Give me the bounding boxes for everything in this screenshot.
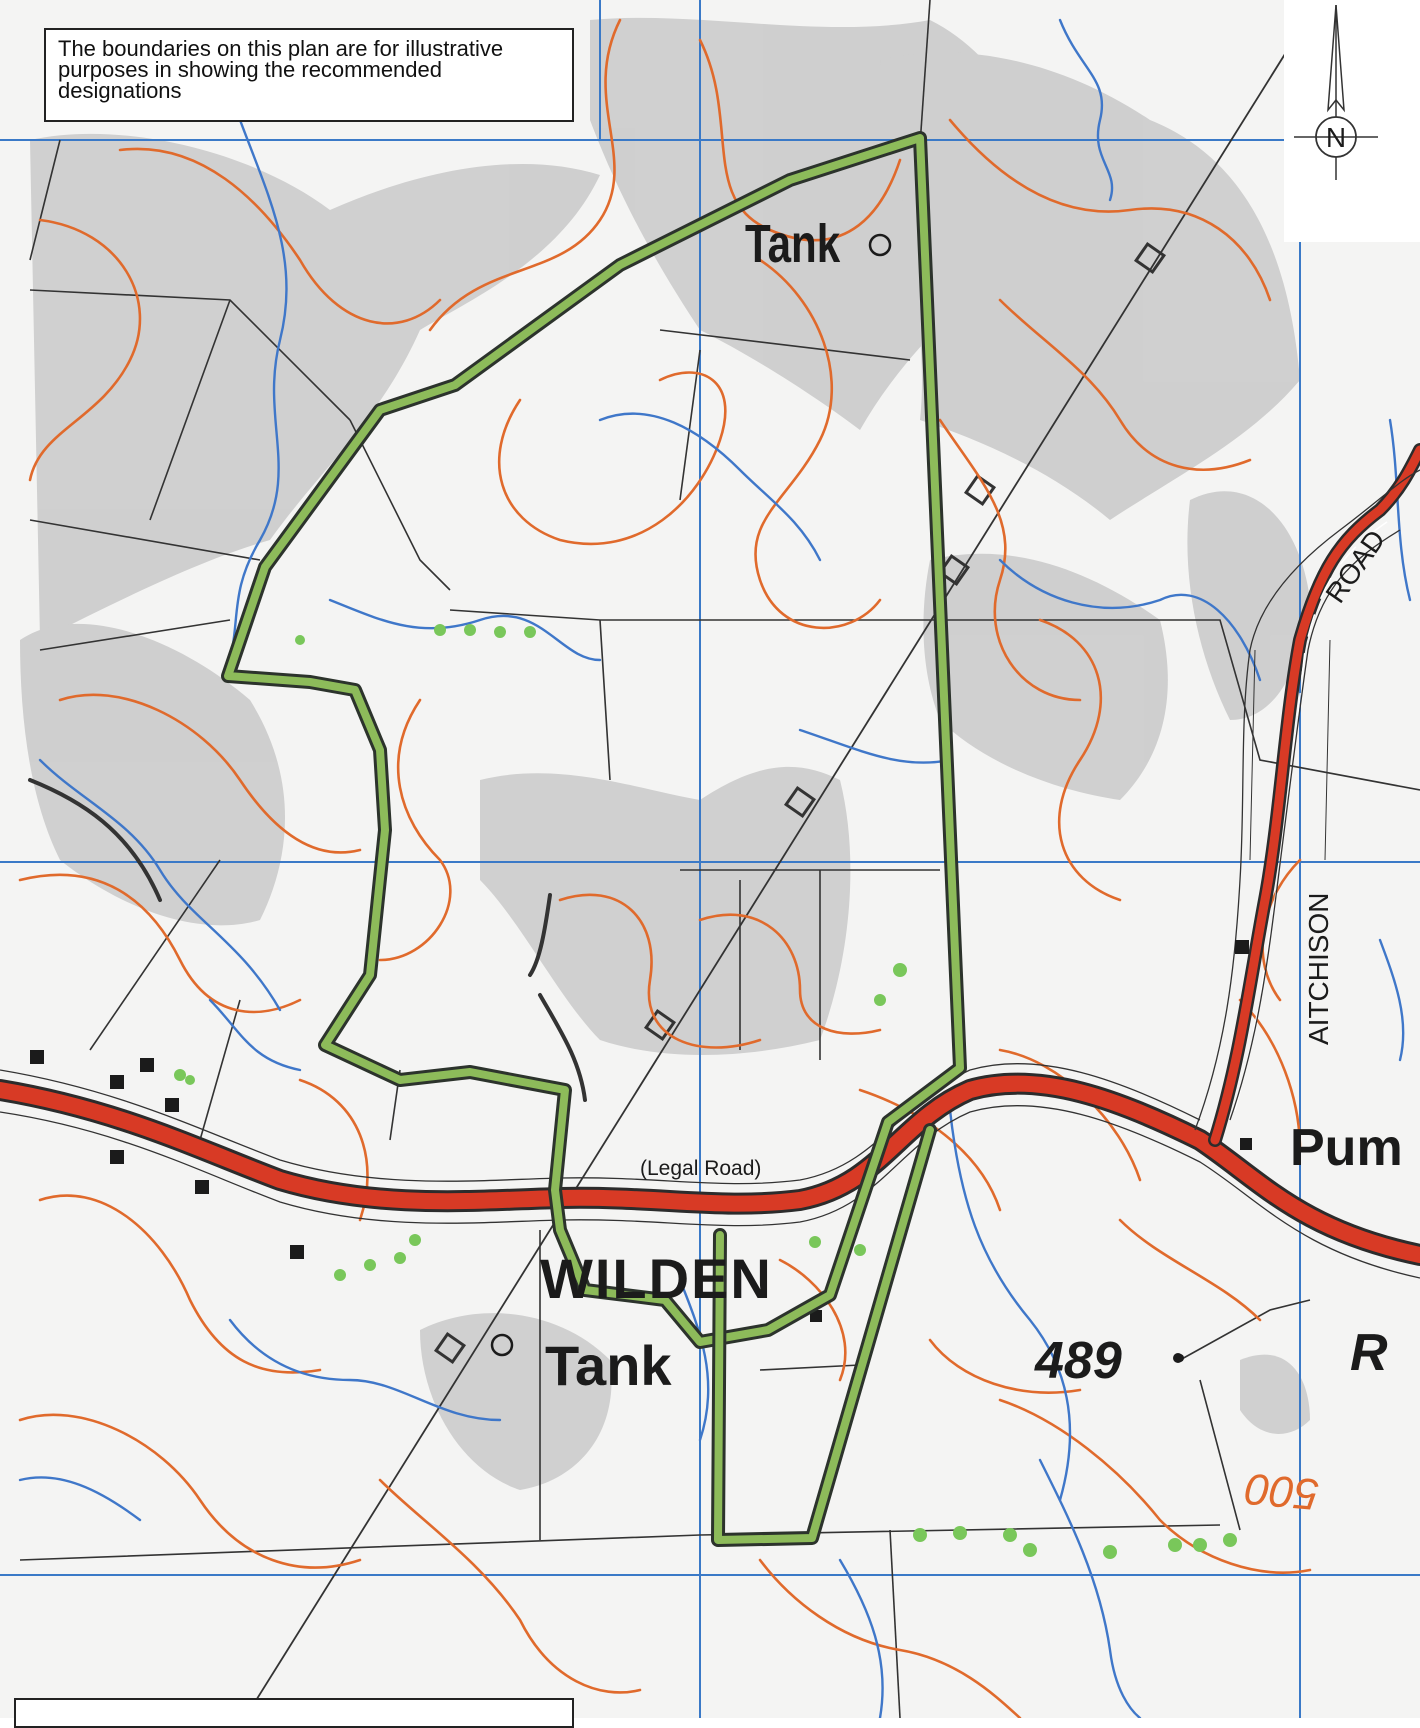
aitchison-road-casing <box>1249 639 1331 861</box>
north-letter: N <box>1326 122 1346 153</box>
tank-label-south: Tank <box>545 1334 672 1397</box>
tracks <box>28 778 587 1102</box>
tank-label-north: Tank <box>745 214 840 274</box>
buildings <box>30 940 1252 1363</box>
contour-500-label: 500 <box>1243 1464 1321 1519</box>
north-arrow-icon: N <box>1294 4 1378 180</box>
tank-symbol-south <box>490 1333 514 1357</box>
streams <box>18 18 1412 1718</box>
designation-boundary <box>221 131 967 1547</box>
cadastral-lines <box>19 0 1420 1718</box>
road-fragment-label: R <box>1350 1324 1388 1382</box>
terrain-shading <box>20 17 1310 1490</box>
aitchison-label: AITCHISON <box>1303 893 1334 1045</box>
vegetation-dots <box>174 624 1237 1559</box>
power-line <box>244 29 1301 1718</box>
tank-symbol-north <box>868 233 892 257</box>
illustrative-notice: The boundaries on this plan are for illu… <box>44 28 574 122</box>
elevation-489-label: 489 <box>1034 1332 1122 1390</box>
pump-label: Pum <box>1290 1119 1403 1177</box>
power-line-markers <box>433 241 1167 1365</box>
north-arrow-panel: N <box>1284 0 1420 242</box>
main-road <box>0 443 1420 1266</box>
spot-height-489 <box>1176 1354 1184 1362</box>
road-casing <box>0 469 1420 1279</box>
wilden-label: WILDEN <box>540 1247 773 1310</box>
legend-box <box>14 1698 574 1728</box>
legal-road-label: (Legal Road) <box>640 1157 761 1180</box>
